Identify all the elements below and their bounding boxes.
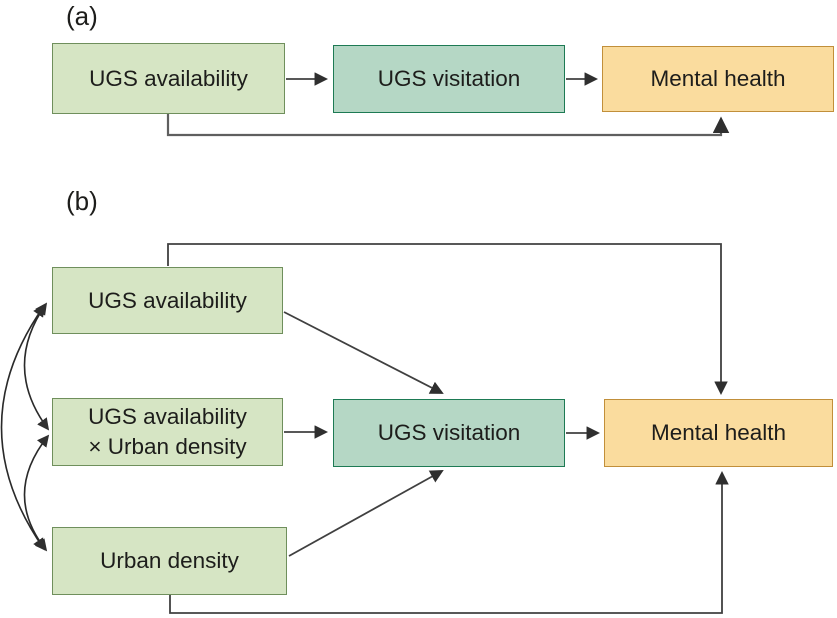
box-b-mental-health: Mental health xyxy=(604,399,833,467)
box-b-ugs-visitation: UGS visitation xyxy=(333,399,565,467)
box-a-ugs-availability-text: UGS availability xyxy=(89,65,248,91)
panel-a-label: (a) xyxy=(66,1,98,31)
box-a-mental-health: Mental health xyxy=(602,46,834,112)
box-a-ugs-visitation-text: UGS visitation xyxy=(377,66,521,92)
box-b-ugs-visitation-text: UGS visitation xyxy=(377,420,521,446)
arc-b-interaction-density-covariance xyxy=(23,434,50,552)
box-b-mental-health-text: Mental health xyxy=(650,420,787,446)
panel-b-label: (b) xyxy=(66,186,98,216)
box-b-interaction-line2: × Urban density xyxy=(88,434,247,459)
box-b-ugs-availability: UGS availability xyxy=(52,267,283,334)
box-b-ugs-availability-text: UGS availability xyxy=(88,287,247,313)
box-b-interaction-term: UGS availability × Urban density xyxy=(52,398,283,466)
arc-b-availability-density-covariance xyxy=(0,304,46,551)
arrow-b-density-to-visitation-diagonal xyxy=(288,470,444,557)
box-b-urban-density-text: Urban density xyxy=(100,548,239,574)
box-a-ugs-visitation: UGS visitation xyxy=(333,45,565,113)
box-b-interaction-line1: UGS availability xyxy=(88,404,247,430)
arrow-b-availability-to-mental-top-route xyxy=(167,243,728,396)
arrow-a-availability-to-mental-direct xyxy=(166,114,730,137)
arrow-b-availability-to-visitation-diagonal xyxy=(283,311,444,394)
arrow-b-density-to-mental-bottom-route xyxy=(169,470,729,614)
box-a-mental-health-text: Mental health xyxy=(650,66,786,92)
box-a-ugs-availability: UGS availability xyxy=(52,43,285,114)
box-b-urban-density: Urban density xyxy=(52,527,287,595)
arc-b-availability-interaction-covariance xyxy=(23,302,50,431)
